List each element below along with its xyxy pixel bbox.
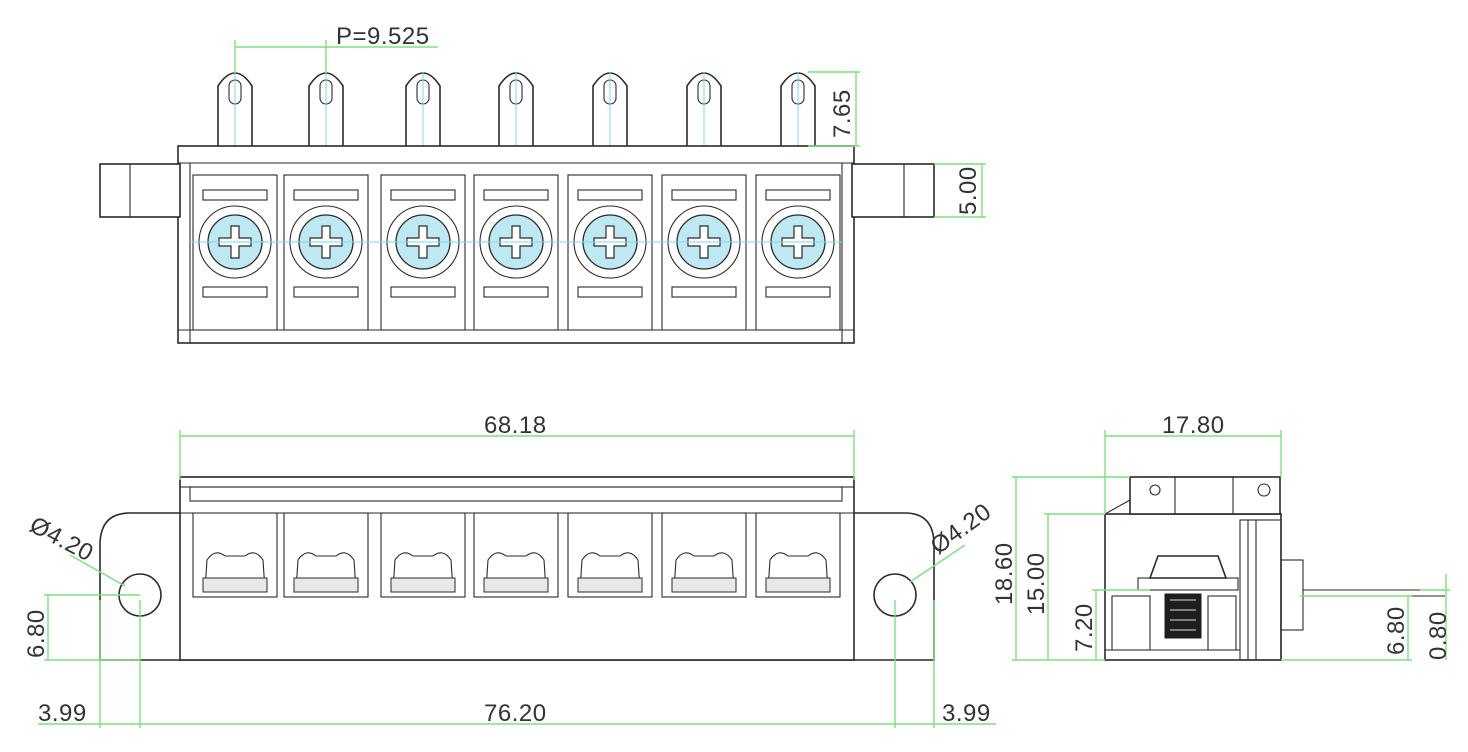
- left-hole-callout: Ø4.20: [25, 511, 126, 587]
- terminal-cell: [380, 174, 466, 331]
- side-hole-height-label: 6.80: [1383, 606, 1410, 655]
- front-housing: [179, 476, 855, 661]
- terminal-cell: [473, 174, 559, 331]
- side-screw-height-label: 7.20: [1071, 603, 1098, 652]
- front-terminal-cell: [380, 512, 466, 598]
- terminal-clip-top: [671, 189, 737, 201]
- right-hole-label: Ø4.20: [926, 498, 997, 560]
- side-overall-height-label: 18.60: [991, 542, 1018, 605]
- front-terminal-cell: [192, 512, 278, 598]
- terminal-clip-bottom: [671, 286, 737, 298]
- flange-height-label: 5.00: [955, 166, 982, 215]
- terminal-cell: [661, 174, 747, 331]
- pitch-label: P=9.525: [336, 23, 430, 50]
- terminal-clip-top: [390, 189, 456, 201]
- front-terminal-base: [765, 577, 831, 593]
- hole-height-dimension: 6.80: [23, 594, 140, 661]
- tab-height-label: 7.65: [829, 89, 856, 138]
- side-screw-height-dimension: 7.20: [1071, 589, 1150, 660]
- front-terminal-base: [202, 577, 268, 593]
- front-terminal-base: [577, 577, 643, 593]
- left-offset-label: 3.99: [38, 700, 87, 727]
- front-terminal-screw: [673, 552, 735, 591]
- terminal-clip-top: [293, 189, 359, 201]
- front-terminal-base: [293, 577, 359, 593]
- overall-length-label: 68.18: [484, 412, 547, 439]
- terminal-clip-top: [765, 189, 831, 201]
- terminal-clip-bottom: [390, 286, 456, 298]
- terminal-clip-bottom: [765, 286, 831, 298]
- overall-length-dimension: 68.18: [179, 412, 855, 480]
- top-view: P=9.525 7.65 5.00: [99, 23, 986, 344]
- side-body-height-label: 15.00: [1023, 552, 1050, 615]
- flange-height-dimension: 5.00: [934, 163, 986, 218]
- right-flange: [851, 163, 935, 218]
- side-base-thickness-label: 0.80: [1425, 611, 1452, 660]
- side-hole-height-dimension: 6.80: [1281, 595, 1412, 661]
- terminal-clip-bottom: [202, 286, 268, 298]
- terminal-cell: [283, 174, 369, 331]
- tab-height-dimension: 7.65: [808, 71, 860, 147]
- terminal-clip-bottom: [577, 286, 643, 298]
- hole-height-label: 6.80: [23, 609, 50, 658]
- side-width-dimension: 17.80: [1104, 412, 1282, 514]
- side-width-label: 17.80: [1162, 412, 1225, 439]
- terminal-cell: [755, 174, 841, 331]
- front-terminal-base: [390, 577, 456, 593]
- right-offset-label: 3.99: [942, 700, 991, 727]
- side-overall-height-dimension: 18.60: [991, 476, 1130, 661]
- front-terminal-cell: [283, 512, 369, 598]
- terminal-clip-top: [202, 189, 268, 201]
- side-screw: [1164, 593, 1202, 639]
- bottom-dimensions: 3.99 76.20 3.99: [38, 600, 996, 728]
- front-terminal-screw: [392, 552, 454, 591]
- front-terminal-screw: [295, 552, 357, 591]
- side-base-thickness-dimension: 0.80: [1420, 574, 1452, 660]
- front-terminal-cell: [661, 512, 747, 598]
- terminal-clip-bottom: [483, 286, 549, 298]
- front-terminal-screw: [485, 552, 547, 591]
- terminal-clip-top: [577, 189, 643, 201]
- pitch-dimension: P=9.525: [234, 23, 438, 75]
- side-view: 17.80 18.60 15.00 7.20 6.80: [991, 412, 1452, 661]
- front-terminal-base: [483, 577, 549, 593]
- left-flange: [99, 163, 181, 218]
- terminal-cell: [192, 174, 278, 331]
- front-terminals: [192, 512, 841, 598]
- mounting-span-label: 76.20: [484, 700, 547, 727]
- side-body-height-dimension: 15.00: [1023, 513, 1105, 660]
- front-view: 68.18 Ø4.20 Ø4.20 6.80 3.99 76.20 3.: [23, 412, 996, 728]
- terminal-cell: [567, 174, 653, 331]
- front-terminal-base: [671, 577, 737, 593]
- front-terminal-cell: [755, 512, 841, 598]
- front-terminal-screw: [204, 552, 266, 591]
- terminal-clip-bottom: [293, 286, 359, 298]
- right-hole-callout: Ø4.20: [909, 498, 997, 583]
- terminal-clip-top: [483, 189, 549, 201]
- front-terminal-cell: [473, 512, 559, 598]
- front-terminal-cell: [567, 512, 653, 598]
- front-terminal-screw: [579, 552, 641, 591]
- front-terminal-screw: [767, 552, 829, 591]
- left-hole-label: Ø4.20: [25, 511, 98, 567]
